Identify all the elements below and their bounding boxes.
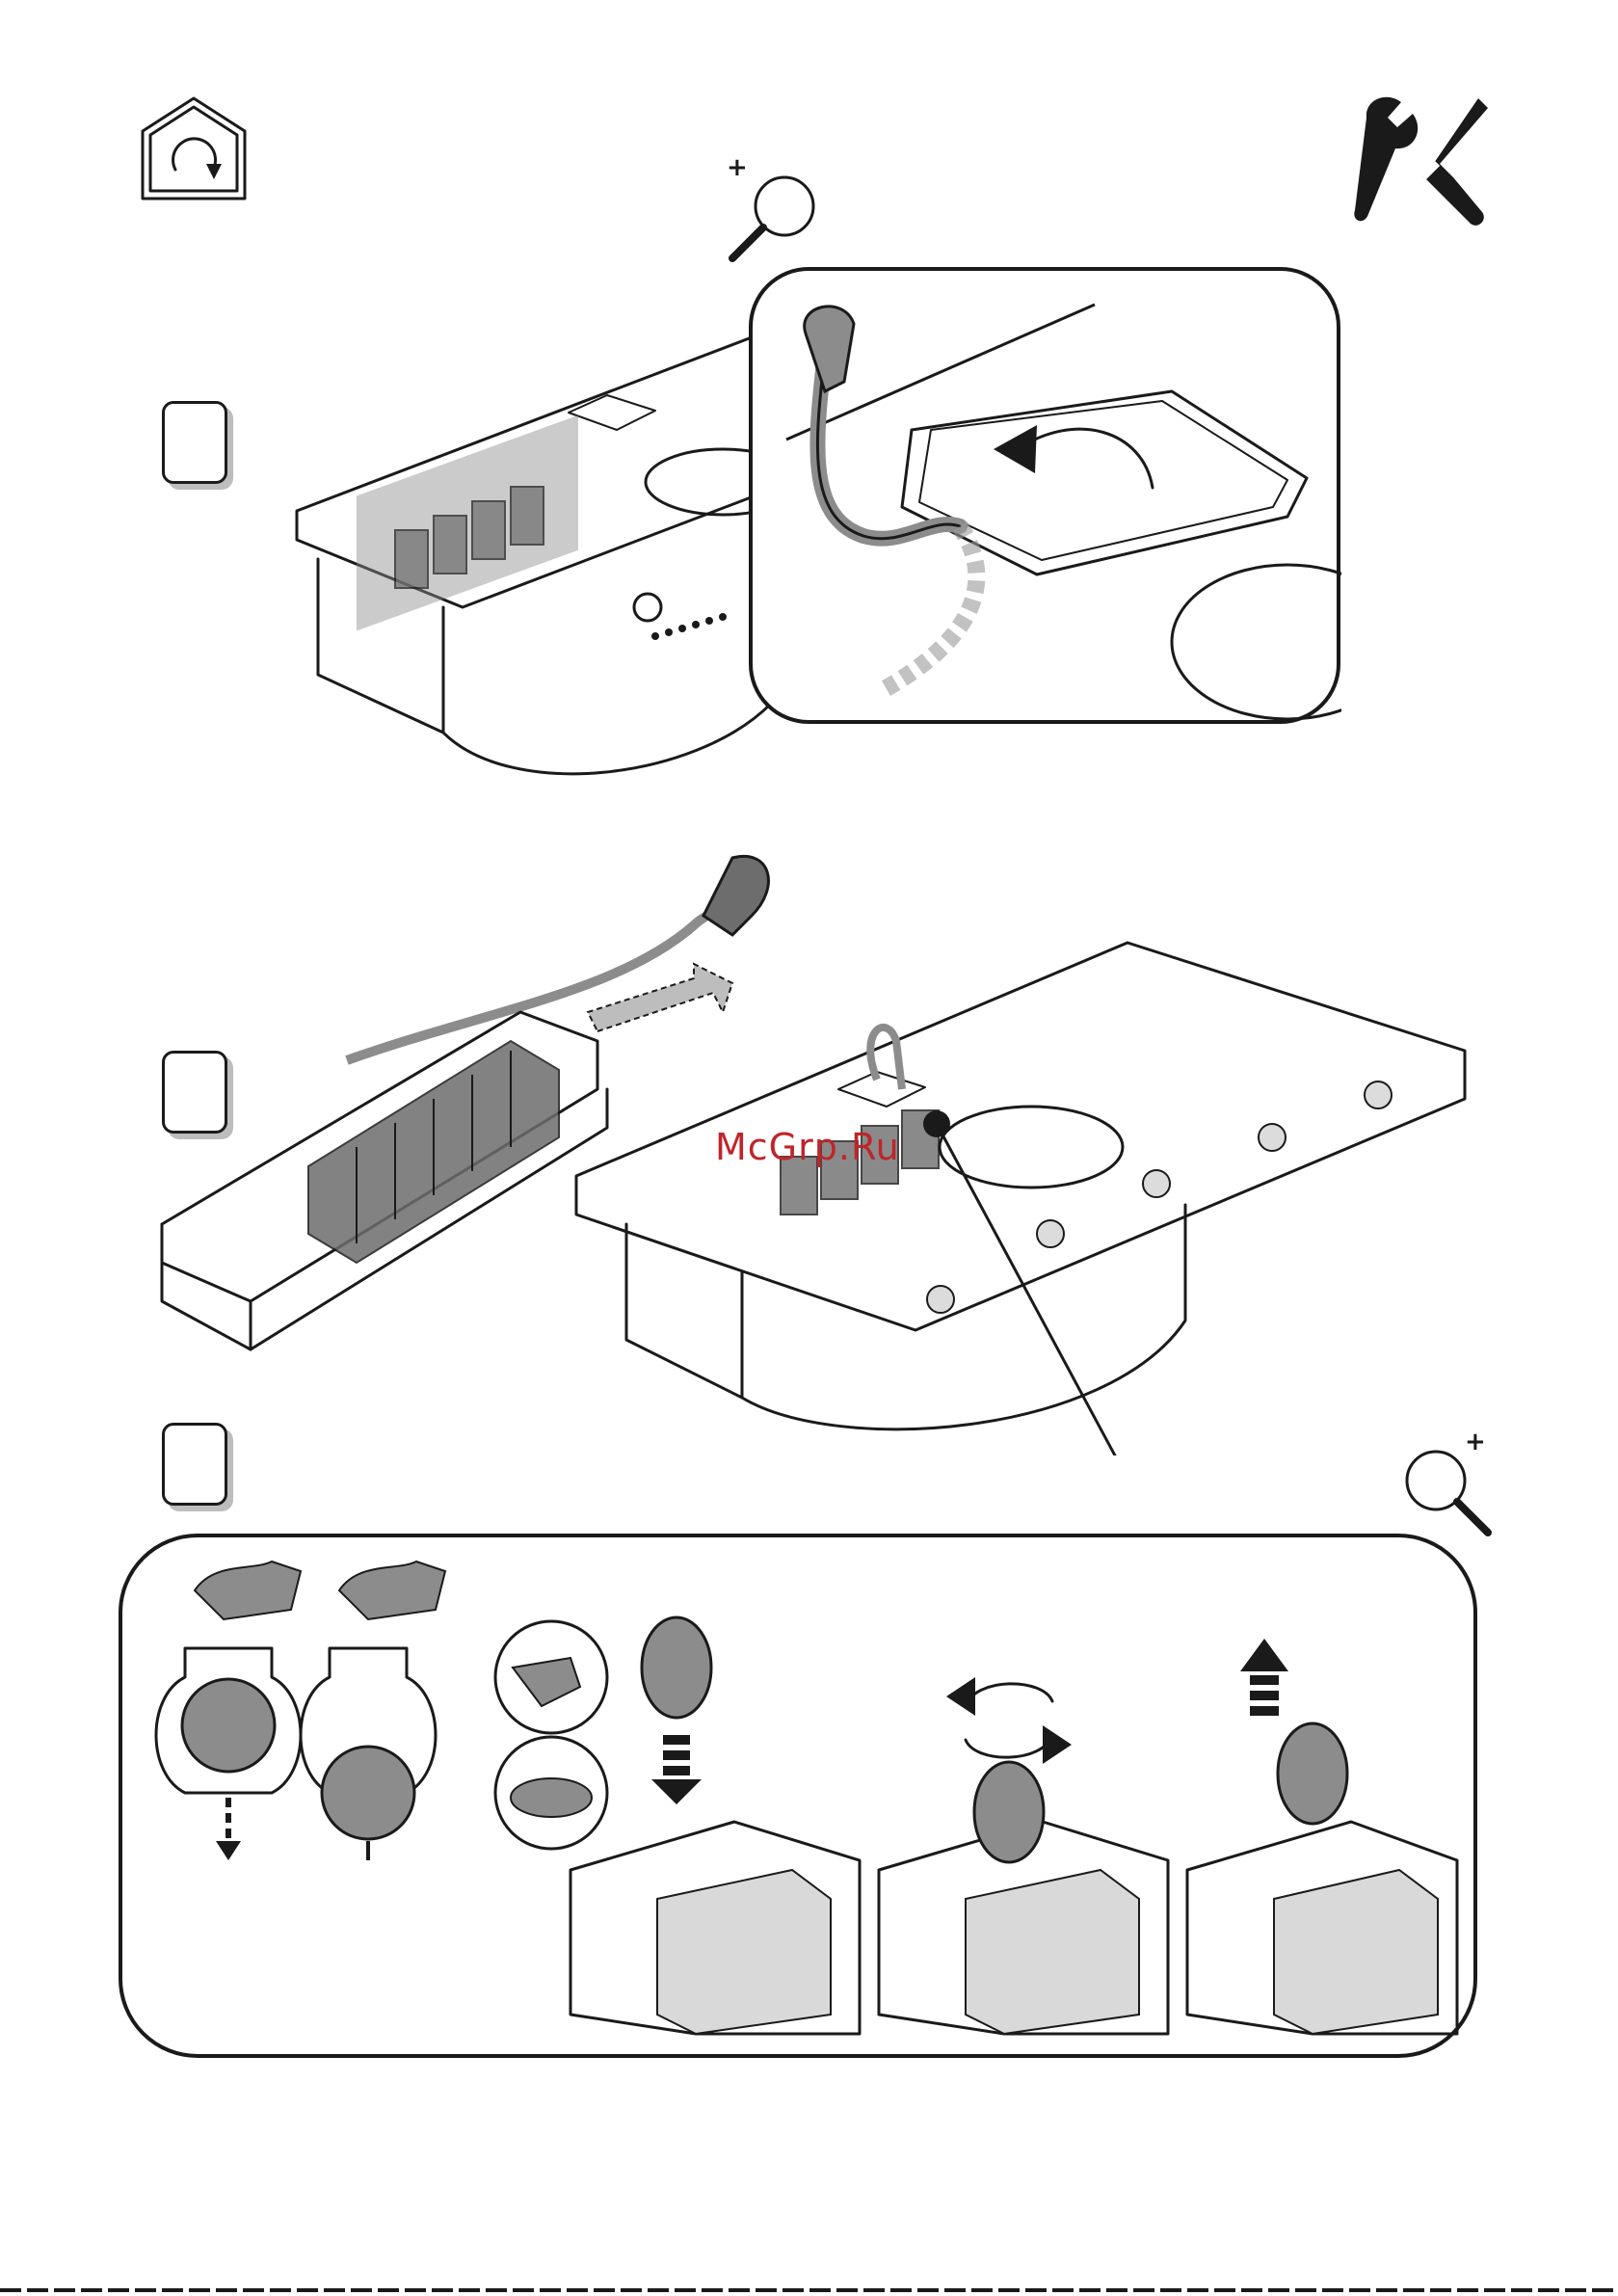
footer-rule bbox=[0, 2288, 1618, 2292]
step-1-detail-callout bbox=[748, 266, 1341, 725]
magnifier-plus-icon-2: + bbox=[1397, 1427, 1503, 1542]
zoom-plus-sign-2: + bbox=[1465, 1428, 1486, 1456]
magnifier-plus-icon: + bbox=[725, 152, 831, 268]
step-2-cooktop bbox=[569, 935, 1474, 1455]
step-3-detail-panel bbox=[118, 1533, 1478, 2059]
step-3-box bbox=[162, 1423, 227, 1506]
wrench-screwdriver-icon bbox=[1347, 89, 1492, 233]
watermark-text: McGrp.Ru bbox=[715, 1126, 900, 1168]
house-rotate-icon bbox=[137, 93, 251, 204]
step-1-box bbox=[162, 401, 227, 484]
zoom-plus-sign: + bbox=[727, 153, 748, 182]
